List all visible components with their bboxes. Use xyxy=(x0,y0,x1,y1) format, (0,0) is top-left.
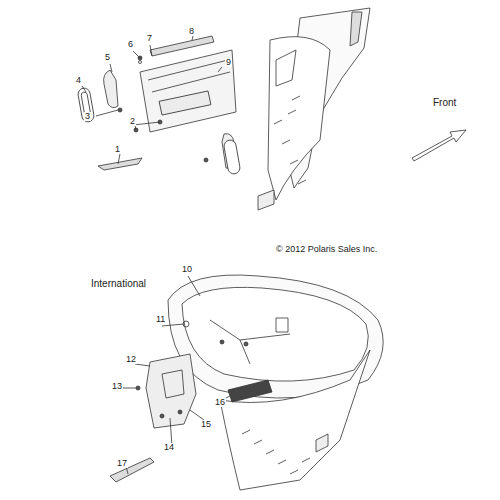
callout-number: 14 xyxy=(163,443,175,452)
callout-number: 11 xyxy=(155,315,166,324)
direction-label: Front xyxy=(432,98,457,108)
callout-number: 6 xyxy=(127,40,134,49)
callout-number: 5 xyxy=(104,53,111,62)
callout-number: 4 xyxy=(75,76,82,85)
callout-number: 10 xyxy=(181,265,193,274)
callout-number: 15 xyxy=(200,420,212,429)
market-note: International xyxy=(90,279,147,289)
callout-number: 3 xyxy=(84,112,91,121)
callout-number: 7 xyxy=(146,34,153,43)
callout-number: 16 xyxy=(214,398,226,407)
callout-number: 13 xyxy=(111,382,123,391)
callout-number: 1 xyxy=(114,145,121,154)
callout-number: 12 xyxy=(125,355,137,364)
callout-number: 9 xyxy=(225,58,232,67)
callout-number: 2 xyxy=(129,117,136,126)
copyright-note: © 2012 Polaris Sales Inc. xyxy=(275,245,378,254)
callout-number: 8 xyxy=(188,27,195,36)
callout-number: 17 xyxy=(116,459,128,468)
